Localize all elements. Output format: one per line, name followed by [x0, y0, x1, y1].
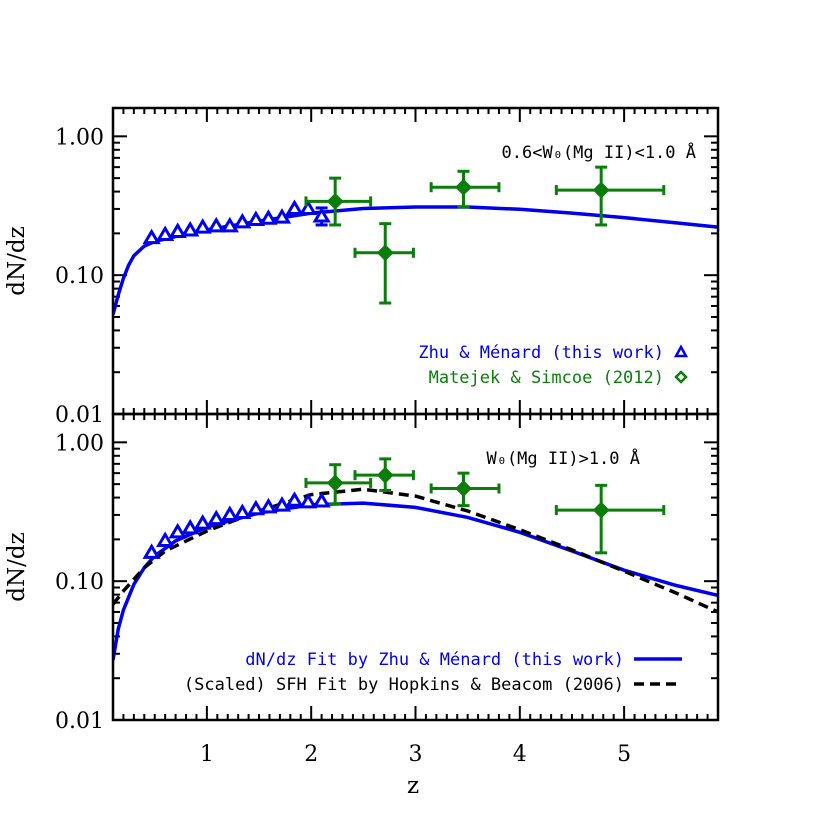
triangle-marker: [220, 216, 239, 233]
triangle-marker: [181, 518, 200, 535]
triangle-marker: [312, 206, 331, 223]
bottom-panel-label: W₀(Mg II)>1.0 Å: [486, 447, 640, 469]
triangle-marker: [259, 497, 278, 514]
triangle-marker: [233, 212, 252, 229]
bottom-panel-legend: dN/dz Fit by Zhu & Ménard (this work) (Sc…: [184, 650, 682, 695]
x-tick-label: 1: [200, 742, 214, 767]
triangle-marker: [298, 492, 318, 509]
legend-label: Matejek & Simcoe (2012): [429, 368, 664, 388]
legend-label: Zhu & Ménard (this work): [418, 343, 664, 363]
x-tick-labels: 1 2 3 4 5: [200, 742, 631, 767]
top-panel-y-tick-labels: 1.00 0.10 0.01: [55, 125, 104, 428]
x-tick-label: 3: [409, 742, 423, 767]
triangle-marker: [246, 499, 266, 516]
y-axis-title-top: dN/dz: [4, 226, 30, 295]
top-panel-label: 0.6<W₀(Mg II)<1.0 Å: [502, 141, 696, 163]
diamond-marker: [592, 181, 610, 199]
bottom-panel-frame: [111, 412, 720, 722]
triangle-marker: [285, 491, 304, 507]
diamond-marker: [376, 466, 394, 484]
legend-label: dN/dz Fit by Zhu & Ménard (this work): [245, 650, 624, 670]
triangle-marker: [168, 222, 187, 238]
triangle-marker: [168, 522, 187, 539]
x-tick-label: 4: [513, 742, 527, 767]
diamond-marker: [455, 480, 472, 497]
triangle-marker: [220, 505, 239, 521]
panel-top: 1.00 0.10 0.01 0.6<W₀(Mg II)<1.0 Å Zhu & M…: [55, 106, 720, 428]
diamond-marker: [455, 178, 472, 196]
triangle-marker: [259, 209, 278, 225]
bottom-panel-y-tick-labels: 1.00 0.10 0.01: [55, 431, 104, 734]
triangle-marker: [285, 199, 304, 215]
triangle-marker: [298, 199, 318, 215]
legend-label: (Scaled) SFH Fit by Hopkins & Beacom (20…: [184, 675, 624, 695]
triangle-marker: [193, 218, 212, 234]
top-panel-legend: Zhu & Ménard (this work) Matejek & Simcoe…: [418, 343, 689, 388]
y-tick-label: 1.00: [55, 431, 104, 456]
y-axis-title-bottom: dN/dz: [4, 532, 30, 601]
triangle-marker: [312, 492, 331, 508]
triangle-marker: [246, 210, 266, 226]
y-tick-label: 1.00: [55, 125, 104, 150]
triangle-marker: [156, 531, 175, 547]
diamond-marker: [326, 474, 344, 492]
x-tick-label: 2: [304, 742, 318, 767]
bottom-panel-points: [142, 457, 666, 559]
top-panel-points: [142, 165, 666, 305]
x-tick-label: 5: [617, 742, 631, 767]
triangle-marker: [272, 496, 292, 512]
y-tick-label: 0.10: [55, 264, 104, 289]
bottom-panel-lines: [113, 487, 718, 661]
triangle-marker: [193, 514, 212, 530]
x-axis-title: z: [407, 773, 419, 799]
y-tick-label: 0.01: [55, 403, 104, 428]
triangle-marker: [233, 503, 252, 520]
sfh-fit-line: [113, 487, 718, 614]
triangle-marker: [207, 509, 226, 526]
triangle-marker: [181, 220, 200, 237]
diamond-marker: [326, 192, 344, 210]
diamond-marker: [592, 501, 610, 519]
panel-bottom: 1.00 0.10 0.01 W₀(Mg II)>1.0 Å dN/dz Fit b…: [55, 412, 720, 734]
legend-diamond-icon: [674, 370, 688, 384]
diamond-marker: [376, 244, 394, 262]
triangle-marker: [156, 225, 175, 241]
y-tick-label: 0.01: [55, 709, 104, 734]
y-tick-label: 0.10: [55, 570, 104, 595]
triangle-marker: [272, 208, 292, 224]
legend-triangle-icon: [673, 344, 689, 358]
triangle-marker: [207, 216, 226, 233]
triangle-marker: [142, 543, 161, 559]
triangle-marker: [142, 228, 161, 245]
